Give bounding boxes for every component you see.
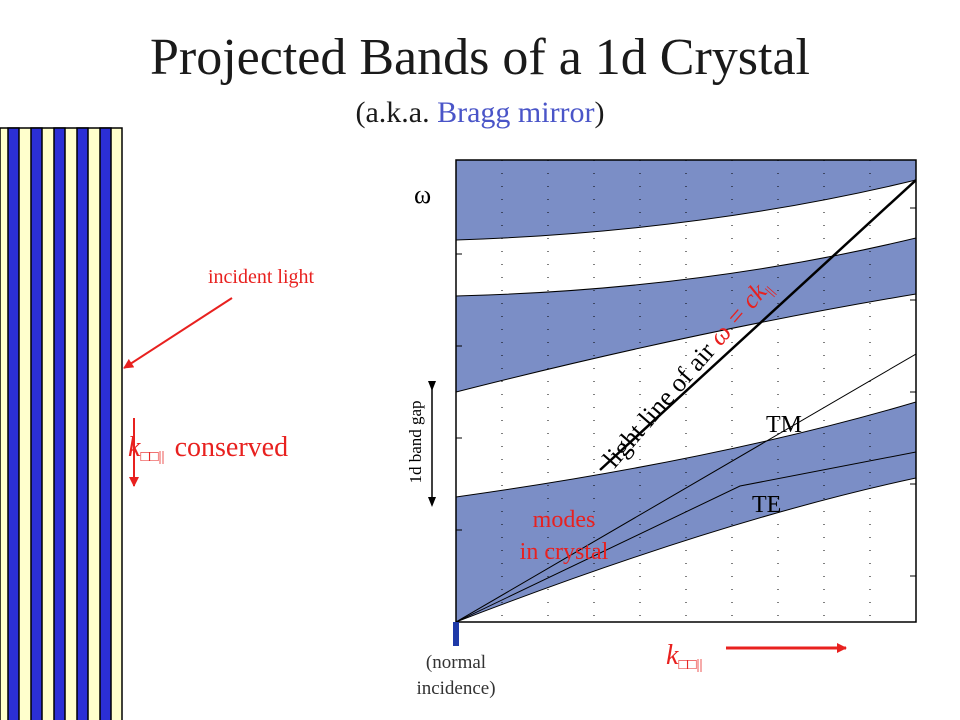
axis-ticks [456, 207, 916, 577]
band-gap-label: 1d band gap [406, 400, 425, 484]
plot-frame [455, 159, 917, 623]
page-subtitle: (a.k.a. Bragg mirror) [0, 96, 960, 130]
k-parallel-subscript: □□|| [678, 657, 703, 673]
te-label: TE [752, 492, 782, 518]
light-line [599, 179, 916, 471]
crystal-layer [76, 127, 89, 720]
crystal-layer [7, 127, 20, 720]
crystal-layers [0, 127, 123, 720]
k-parallel-symbol: k [666, 640, 679, 671]
modes-line-1: modes [532, 507, 596, 533]
conserved-text: conserved [174, 432, 289, 463]
crystal-layer [99, 127, 112, 720]
normal-incidence-marker [453, 622, 459, 646]
subtitle-open: (a.k.a. [355, 96, 438, 129]
normal-line-2: incidence) [416, 678, 496, 699]
incident-light-label: incident light [208, 266, 315, 288]
k-conserved-label: k□□|| conserved [128, 432, 288, 466]
k-subscript: □□|| [140, 449, 165, 465]
crystal-layer [30, 127, 43, 720]
modes-label: modes in crystal [494, 504, 634, 568]
band-second [456, 238, 916, 392]
band-edge-line [456, 401, 916, 498]
band-edge-line [456, 179, 916, 241]
crystal-layer [53, 127, 66, 720]
te-upper-edge [456, 451, 916, 622]
band-edge-line [456, 237, 916, 297]
omega-axis-label: ω [414, 180, 432, 209]
tm-band-line [456, 353, 916, 622]
band-plot [453, 159, 917, 646]
tm-label: TM [766, 412, 802, 438]
k-symbol: k [128, 432, 141, 463]
page-title: Projected Bands of a 1d Crystal [150, 29, 810, 86]
band-edge-line [456, 477, 916, 622]
k-parallel-label: k□□|| [666, 640, 703, 674]
subtitle-accent: Bragg mirror [437, 96, 595, 129]
normal-line-1: (normal [425, 652, 487, 673]
subtitle-close: ) [594, 96, 605, 129]
modes-line-2: in crystal [519, 539, 609, 565]
incident-light-arrow [123, 297, 233, 369]
normal-incidence-label: (normal incidence) [396, 650, 516, 702]
band-edge-line [456, 293, 916, 393]
